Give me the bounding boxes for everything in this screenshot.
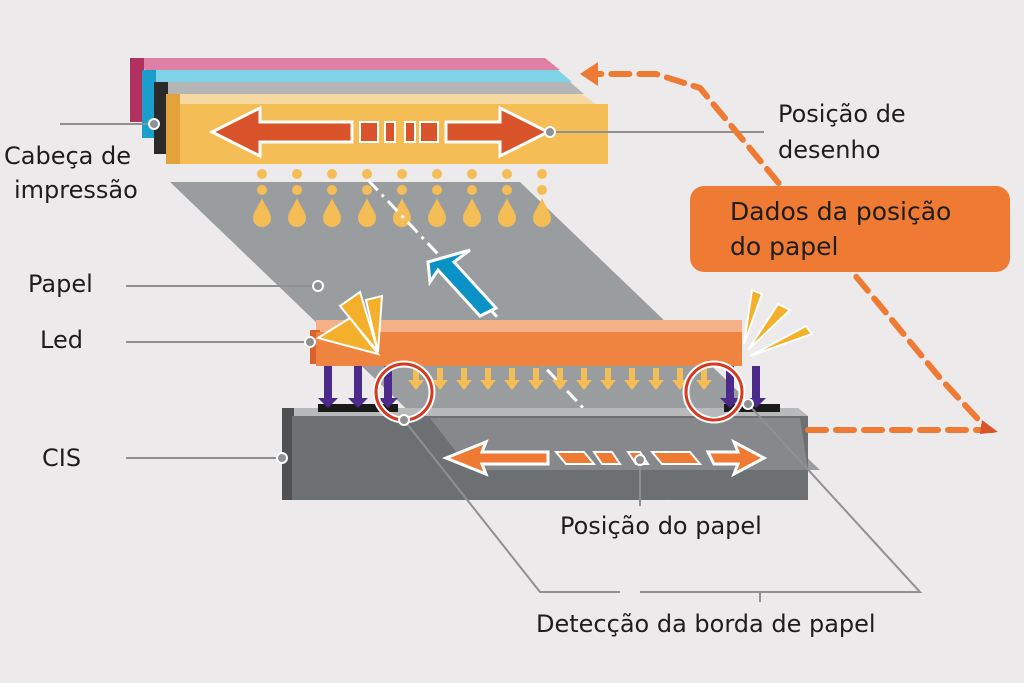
led-light-ray [432,368,448,390]
cyan-head-layer [142,70,572,82]
print-head-label-line2: impressão [14,176,138,204]
ink-drop [498,198,516,227]
magenta-head-side [130,58,144,122]
paper-position-label: Posição do papel [560,512,762,540]
ink-dot [257,185,267,195]
ink-dot [292,169,302,179]
ink-dot [362,169,372,179]
led-light-ray [576,368,592,390]
purple-sensor-arrows [318,366,766,408]
led-light-ray [600,368,616,390]
edge-detect-ring-right-inner [684,362,744,422]
draw-position-double-arrow [208,105,552,159]
led-light-ray [504,368,520,390]
ink-dot [292,185,302,195]
paper-position-data-line1: Dados da posição [730,197,952,226]
black-head-side [154,82,168,154]
yellow-head-side [166,94,180,164]
led-light-ray [456,368,472,390]
led-light-ray [696,368,712,390]
led-light-ray [408,368,424,390]
paper-label: Papel [28,270,93,298]
ink-dot [362,185,372,195]
ink-drop [428,198,446,227]
led-sparks-left [315,290,384,356]
ink-dot [467,169,477,179]
paper-position-data-callout: Dados da posição do papel [690,186,1010,272]
ink-dot [327,185,337,195]
ink-drop [533,198,551,227]
ink-dot [467,185,477,195]
print-head-label-line1: Cabeça de [4,142,131,170]
ink-dot [432,185,442,195]
cis-label: CIS [42,444,82,472]
draw-position-label-line1: Posição de [778,100,906,128]
ink-dot [397,185,407,195]
ink-dot [537,185,547,195]
led-sparks-right [743,288,814,357]
led-light-ray [480,368,496,390]
led-light-ray [624,368,640,390]
leader-lines [60,123,923,602]
led-light-ray [528,368,544,390]
ink-dot [537,169,547,179]
ink-dot [502,169,512,179]
flow-arrowhead-top [580,62,598,86]
led-light-ray [648,368,664,390]
led-bar [310,288,814,408]
paper-edge-detection-label: Detecção da borda de papel [536,610,876,638]
led-light-ray [552,368,568,390]
yellow-head-top [166,94,596,104]
ink-drop [288,198,306,227]
ink-dot [502,185,512,195]
ink-drop [463,198,481,227]
ink-dot [257,169,267,179]
paper-position-data-line2: do papel [730,232,839,261]
draw-position-label-line2: desenho [778,136,881,164]
black-head-layer [154,82,584,94]
ink-drop [358,198,376,227]
ink-dot [397,169,407,179]
magenta-head-layer [130,58,560,70]
led-label: Led [40,326,83,354]
cis-sensor [282,404,808,500]
led-light-rays [408,368,712,390]
ink-dot [432,169,442,179]
ink-dot [327,169,337,179]
leader-dots [148,118,754,466]
ink-drop [393,198,411,227]
print-head [130,58,608,164]
flow-arrowhead-right [980,420,998,434]
ink-droplets [253,169,551,227]
ink-drop [253,198,271,227]
ink-drop [323,198,341,227]
paper-position-double-arrow [441,438,768,478]
paper-feed-arrow [426,248,499,318]
